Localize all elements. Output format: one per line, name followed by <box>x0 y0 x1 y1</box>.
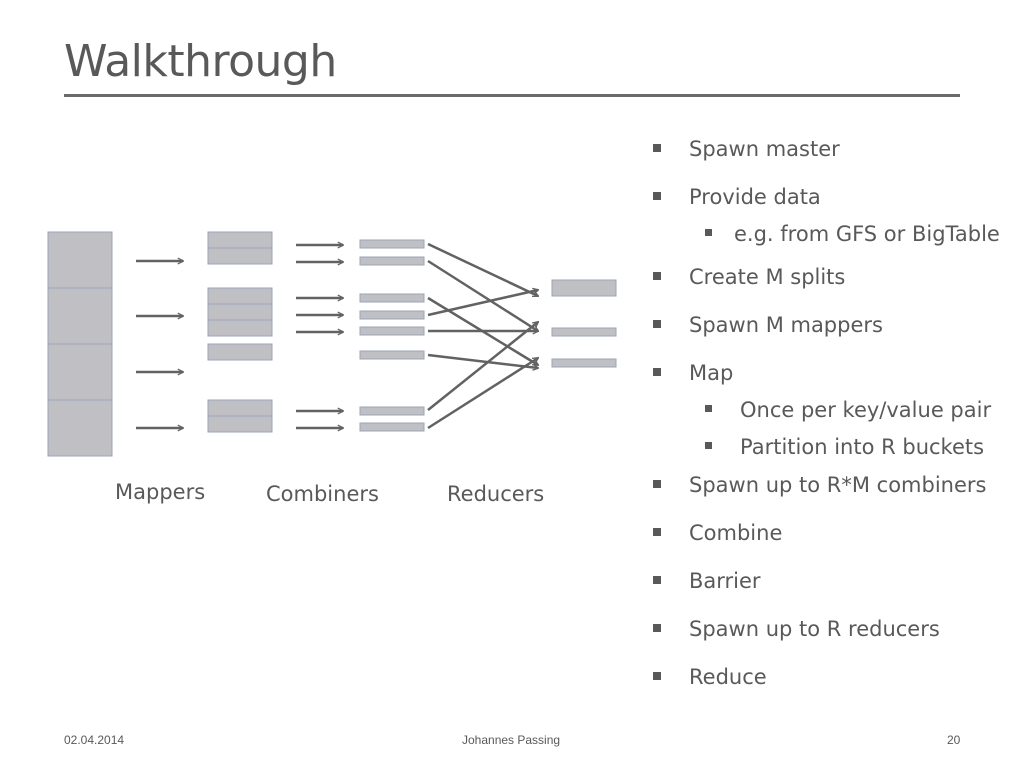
input-split <box>47 231 113 289</box>
bullet-text: Map <box>689 361 734 385</box>
input-splits <box>47 231 113 457</box>
bullet-text: Barrier <box>689 569 761 593</box>
arrow <box>427 259 538 331</box>
arrow <box>427 242 538 298</box>
arrow <box>427 358 538 430</box>
mapper-partition <box>207 415 273 433</box>
reducer-outputs <box>551 279 617 368</box>
combiner-output <box>359 310 425 320</box>
mapper-outputs <box>207 231 273 433</box>
bullet-item: Combine <box>650 520 782 546</box>
square-bullet-icon <box>705 442 712 449</box>
mapper-partition <box>207 303 273 321</box>
bullet-item: Provide data <box>650 184 821 210</box>
square-bullet-icon <box>653 528 661 536</box>
bullet-text: Spawn up to R reducers <box>689 617 940 641</box>
arrow <box>427 290 538 317</box>
square-bullet-icon <box>653 576 661 584</box>
combiner-output <box>359 293 425 303</box>
mapper-partition <box>207 247 273 265</box>
bullet-item: Spawn master <box>650 136 840 162</box>
bullet-item: Reduce <box>650 664 767 690</box>
square-bullet-icon <box>653 368 661 376</box>
square-bullet-icon <box>653 192 661 200</box>
square-bullet-icon <box>653 272 661 280</box>
bullet-text: e.g. from GFS or BigTable <box>734 222 1000 246</box>
arrow <box>427 322 538 411</box>
bullet-item: Spawn up to R reducers <box>650 616 940 642</box>
combiner-output <box>359 406 425 416</box>
bullet-text: Spawn master <box>689 137 840 161</box>
slide-title: Walkthrough <box>64 36 337 87</box>
combiner-output <box>359 239 425 249</box>
square-bullet-icon <box>653 672 661 680</box>
square-bullet-icon <box>705 405 712 412</box>
input-split <box>47 399 113 457</box>
footer-author: Johannes Passing <box>462 733 561 747</box>
combiner-outputs <box>359 239 425 432</box>
square-bullet-icon <box>653 144 661 152</box>
mapper-arrows <box>136 261 183 428</box>
footer-date: 02.04.2014 <box>64 733 125 747</box>
reducer-output <box>551 327 617 337</box>
square-bullet-icon <box>653 624 661 632</box>
combiner-output <box>359 256 425 266</box>
mapper-partition <box>207 319 273 337</box>
sub-bullet-item: e.g. from GFS or BigTable <box>650 221 1000 247</box>
bullet-text: Provide data <box>689 185 821 209</box>
title-underline <box>64 94 960 97</box>
combiners-label: Combiners <box>266 482 379 506</box>
input-split <box>47 343 113 401</box>
square-bullet-icon <box>653 480 661 488</box>
reducer-output <box>551 358 617 368</box>
bullet-item: Create M splits <box>650 264 845 290</box>
reducers-label: Reducers <box>447 482 545 506</box>
footer-page-number: 20 <box>947 733 961 747</box>
mappers-label: Mappers <box>115 480 206 504</box>
bullet-text: Once per key/value pair <box>740 398 992 422</box>
bullet-text: Spawn M mappers <box>689 313 883 337</box>
bullet-text: Spawn up to R*M combiners <box>689 473 987 497</box>
mapper-partition <box>207 343 273 361</box>
sub-bullet-item: Partition into R buckets <box>650 434 984 460</box>
mapper-partition <box>207 287 273 305</box>
bullet-item: Barrier <box>650 568 761 594</box>
bullet-item: Map <box>650 360 733 386</box>
combiner-output <box>359 422 425 432</box>
bullet-item: Spawn M mappers <box>650 312 883 338</box>
sub-bullet-item: Once per key/value pair <box>650 397 991 423</box>
combiner-arrows <box>296 245 343 428</box>
combiner-output <box>359 326 425 336</box>
mapreduce-diagram <box>47 231 617 457</box>
bullet-item: Spawn up to R*M combiners <box>650 472 986 498</box>
square-bullet-icon <box>705 229 712 236</box>
bullet-text: Reduce <box>689 665 767 689</box>
bullet-text: Partition into R buckets <box>740 435 985 459</box>
combiner-output <box>359 350 425 360</box>
mapper-partition <box>207 231 273 249</box>
mapper-partition <box>207 399 273 417</box>
bullet-text: Combine <box>689 521 783 545</box>
bullet-text: Create M splits <box>689 265 846 289</box>
input-split <box>47 287 113 345</box>
reducer-output <box>551 279 617 297</box>
square-bullet-icon <box>653 320 661 328</box>
shuffle-arrows <box>427 242 538 430</box>
arrow <box>427 353 538 368</box>
